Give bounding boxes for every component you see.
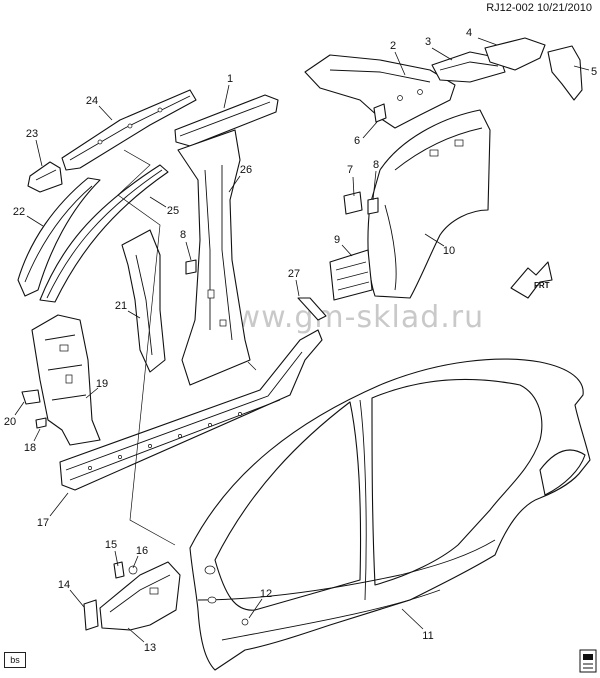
part-5-extension <box>547 45 583 101</box>
part-22-windshield-pillar <box>17 177 101 297</box>
callout-label-6: 6 <box>354 135 360 147</box>
part-13-hinge-pillar-bracket <box>99 561 181 631</box>
part-23-bracket <box>27 161 63 193</box>
callout-leader-27 <box>295 279 300 297</box>
callout-leader-17 <box>49 492 69 517</box>
callout-leader-20 <box>14 401 25 416</box>
part-2-rear-rail-inner <box>304 54 456 129</box>
callout-label-24: 24 <box>86 95 98 107</box>
callout-label-5: 5 <box>591 66 597 78</box>
callout-leader-3 <box>431 47 453 61</box>
callout-leader-16 <box>132 555 139 569</box>
callout-leader-4 <box>477 37 498 46</box>
callout-leader-24 <box>98 105 113 121</box>
callout-leader-26 <box>228 175 241 193</box>
part-20-bracket <box>21 389 41 405</box>
callout-label-2: 2 <box>390 40 396 52</box>
callout-label-4: 4 <box>466 27 472 39</box>
part-25-roof-rail <box>39 164 169 303</box>
part-14-bracket <box>83 599 99 631</box>
callout-leader-15 <box>114 550 119 567</box>
part-7-bracket <box>343 191 363 215</box>
callout-label-8: 8 <box>180 229 186 241</box>
callout-leader-11 <box>401 608 424 630</box>
front-direction-icon: FRT <box>510 261 553 299</box>
callout-label-16: 16 <box>136 545 148 557</box>
part-18-clip <box>35 417 47 429</box>
callout-leader-7 <box>352 176 355 197</box>
part-10-rear-wheelhouse <box>367 109 491 299</box>
part-6-bracket <box>373 103 387 123</box>
callout-label-23: 23 <box>26 128 38 140</box>
front-direction-label: FRT <box>534 281 550 290</box>
callout-label-25: 25 <box>167 205 179 217</box>
part-21-pillar-reinforcement <box>121 229 166 373</box>
part-26-center-pillar <box>177 129 251 386</box>
callout-label-18: 18 <box>24 442 36 454</box>
callout-leader-21 <box>127 310 141 319</box>
callout-leader-10 <box>424 233 445 247</box>
part-24-roof-rail-inner <box>61 89 197 171</box>
callout-label-7: 7 <box>347 164 353 176</box>
callout-label-15: 15 <box>105 539 117 551</box>
part-27-seal <box>297 297 327 321</box>
callout-leader-1 <box>223 84 230 109</box>
callout-label-13: 13 <box>144 642 156 654</box>
part-11-body-side-outer <box>189 358 591 671</box>
part-4-reinforcement <box>484 37 546 71</box>
callout-leader-22 <box>26 215 44 227</box>
callout-leader-12 <box>248 598 263 619</box>
callout-label-21: 21 <box>115 300 127 312</box>
diagram-reference: RJ12-002 10/21/2010 <box>486 2 592 14</box>
part-17-rocker-panel <box>59 329 323 491</box>
part-9-panel <box>329 249 373 301</box>
callout-label-14: 14 <box>58 579 70 591</box>
part-19-hinge-pillar-lower <box>31 314 101 446</box>
callout-label-27: 27 <box>288 268 300 280</box>
callout-label-3: 3 <box>425 36 431 48</box>
callout-leader-8 <box>372 170 377 201</box>
callout-label-20: 20 <box>4 416 16 428</box>
part-15-clip <box>113 561 125 579</box>
callout-leader-9 <box>341 244 353 257</box>
callout-label-26: 26 <box>240 164 252 176</box>
callout-label-22: 22 <box>13 206 25 218</box>
callout-label-12: 12 <box>260 588 272 600</box>
callout-leader-13 <box>127 627 145 643</box>
corner-badge: bs <box>4 652 26 668</box>
callout-label-17: 17 <box>37 517 49 529</box>
callout-label-9: 9 <box>334 234 340 246</box>
part-8-bracket-lower <box>185 259 197 275</box>
callout-leader-6 <box>362 121 378 139</box>
callout-leader-18 <box>33 428 41 442</box>
callout-label-19: 19 <box>96 378 108 390</box>
callout-leader-19 <box>85 387 99 399</box>
callout-leader-2 <box>394 51 406 76</box>
watermark: www.gm-sklad.ru <box>210 300 485 335</box>
part-8-bracket-upper <box>367 197 379 215</box>
part-3-reinforcement <box>431 51 506 83</box>
part-1-roof-rail-front <box>174 94 279 147</box>
callout-label-1: 1 <box>227 73 233 85</box>
part-16-clip <box>128 565 138 575</box>
callout-label-10: 10 <box>443 245 455 257</box>
callout-leader-14 <box>69 589 85 608</box>
callout-label-11: 11 <box>422 630 433 642</box>
callout-leader-8 <box>185 241 192 261</box>
callout-label-8: 8 <box>373 159 379 171</box>
callout-leader-23 <box>35 139 43 167</box>
manual-icon <box>579 649 597 673</box>
callout-leader-25 <box>149 196 167 208</box>
callout-leader-5 <box>573 65 590 71</box>
